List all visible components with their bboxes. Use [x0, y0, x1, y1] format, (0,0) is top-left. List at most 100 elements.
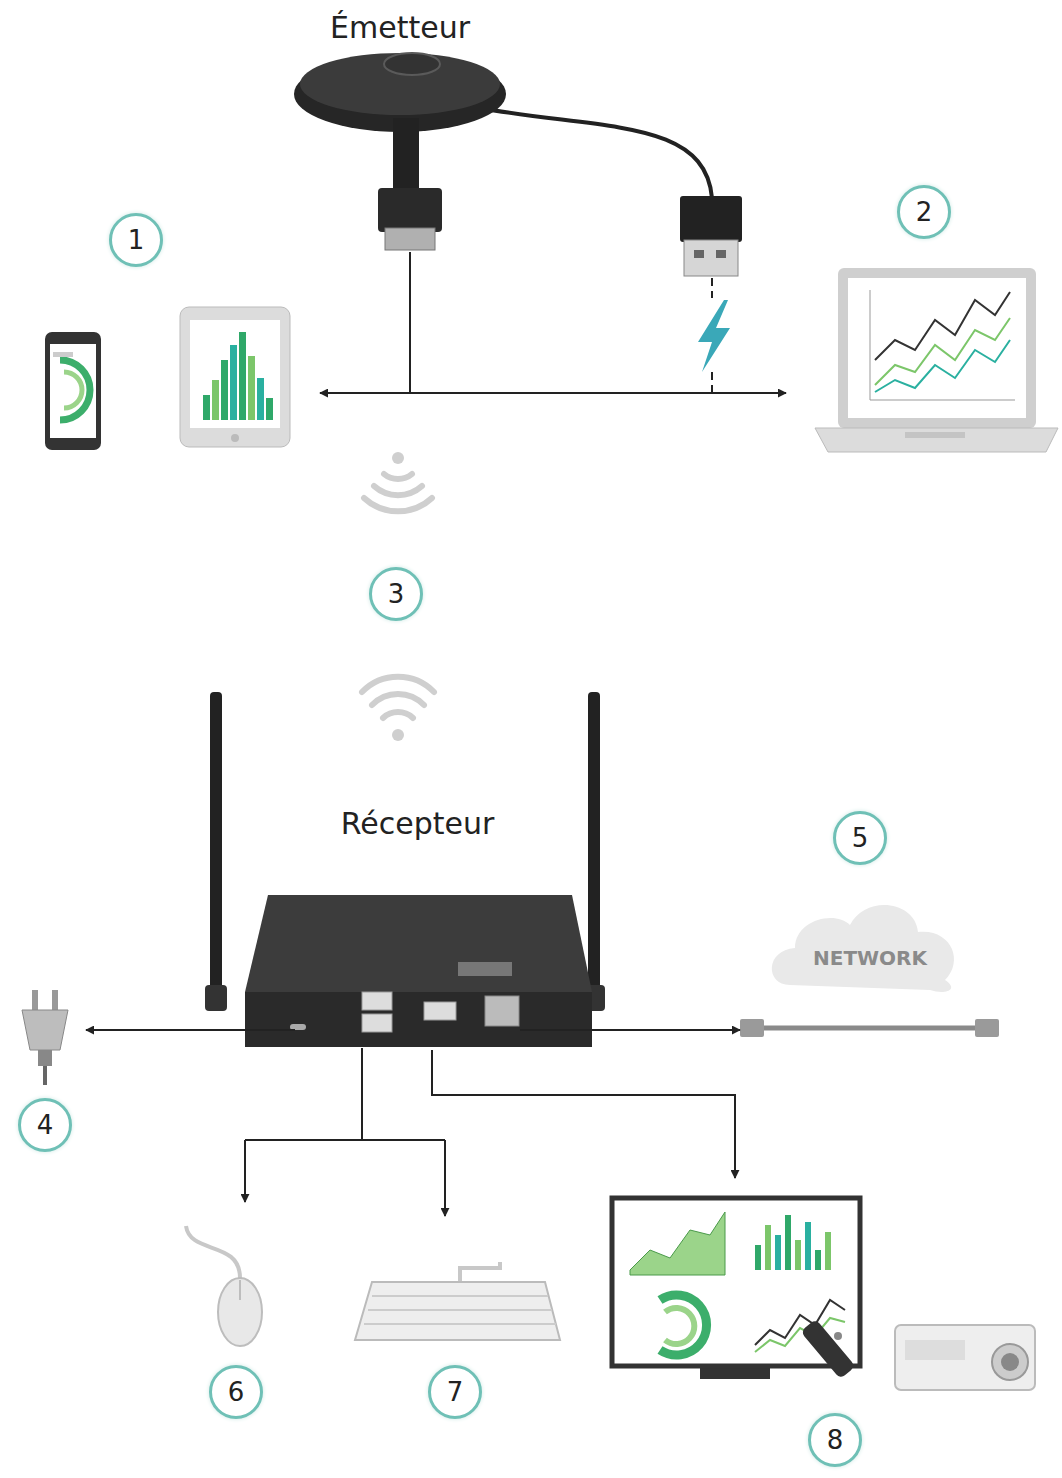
connection-line	[444, 1140, 446, 1216]
connection-line	[320, 252, 786, 393]
phone-icon	[53, 352, 73, 357]
power-bolt	[698, 300, 730, 372]
monitor-icon	[785, 1215, 791, 1270]
laptop-icon	[815, 268, 1058, 452]
projector-icon	[895, 1325, 1035, 1390]
callout-number: 5	[833, 811, 887, 865]
connection-line	[86, 1030, 735, 1216]
connection-line	[320, 392, 786, 394]
receiver-device	[424, 1002, 456, 1020]
monitor-icon	[660, 1295, 707, 1355]
tablet-icon	[180, 307, 290, 447]
transmitter-device	[716, 250, 726, 258]
laptop-icon	[875, 318, 1010, 385]
keyboard-icon	[364, 1323, 556, 1325]
phone-icon	[45, 332, 101, 450]
power-plug	[22, 990, 68, 1085]
tablet-icon	[230, 345, 237, 420]
laptop-icon	[875, 340, 1010, 392]
monitor-icon	[755, 1245, 761, 1270]
tablet-icon	[266, 398, 273, 420]
callout-number: 8	[808, 1413, 862, 1467]
receiver-device	[485, 996, 519, 1026]
receiver-device	[210, 692, 222, 992]
tablet-icon	[239, 332, 246, 420]
callout-number: 7	[428, 1365, 482, 1419]
tablet-icon	[190, 320, 280, 428]
monitor-icon	[665, 1308, 694, 1344]
wifi-icon	[384, 474, 412, 479]
connection-line	[711, 372, 713, 393]
tablet-icon	[257, 378, 264, 420]
wifi-icon	[383, 712, 413, 718]
connector-arrow	[595, 1029, 740, 1031]
callout-number: 3	[369, 567, 423, 621]
laptop-icon	[848, 278, 1026, 418]
transmitter-device	[384, 53, 440, 75]
tablet-icon	[231, 434, 239, 442]
transmitter-device	[680, 196, 742, 242]
projector-icon	[992, 1344, 1028, 1380]
laptop-icon	[905, 432, 965, 438]
receiver-device	[205, 692, 605, 1047]
node-title: NETWORK	[740, 946, 1000, 970]
projector-icon	[1001, 1353, 1019, 1371]
wifi-icon	[392, 729, 404, 741]
monitor-icon	[630, 1212, 725, 1275]
wifi-icon	[362, 677, 434, 692]
transmitter-device	[294, 53, 742, 276]
projector-icon	[905, 1340, 965, 1360]
callout-number: 6	[209, 1365, 263, 1419]
tablet-icon	[180, 307, 290, 447]
connection-line	[520, 1029, 598, 1031]
ethernet-cable	[740, 1019, 999, 1037]
ethernet-cable	[760, 1026, 978, 1031]
transmitter-device	[694, 250, 704, 258]
laptop-icon	[870, 290, 1015, 400]
connection-line	[361, 1048, 363, 1140]
tablet-icon	[248, 356, 255, 420]
power-plug	[43, 1066, 47, 1085]
power-plug	[22, 1010, 68, 1050]
connection-line	[432, 1050, 735, 1178]
transmitter-device	[393, 118, 419, 194]
transmitter-device	[378, 188, 442, 232]
projector-icon	[895, 1325, 1035, 1390]
remote-control	[800, 1319, 855, 1379]
laptop-icon	[815, 428, 1058, 452]
receiver-device	[245, 895, 592, 992]
keyboard-icon	[355, 1282, 560, 1340]
keyboard-icon	[368, 1309, 552, 1311]
node-title: Émetteur	[290, 10, 510, 45]
phone-icon	[50, 344, 96, 438]
connection-line	[245, 1139, 445, 1141]
keyboard-icon	[355, 1262, 560, 1340]
transmitter-device	[300, 53, 500, 115]
mouse-icon	[239, 1280, 241, 1300]
monitor-icon	[795, 1240, 801, 1270]
connection-line	[409, 252, 411, 393]
keyboard-icon	[460, 1262, 500, 1282]
power-plug	[52, 990, 58, 1012]
power-plug	[38, 1050, 52, 1066]
remote-control	[800, 1319, 855, 1379]
phone-icon	[45, 332, 101, 450]
monitor-icon	[805, 1222, 811, 1270]
receiver-device	[362, 1014, 392, 1032]
transmitter-node: Émetteur	[290, 8, 510, 250]
phone-icon	[64, 372, 82, 408]
receiver-device	[458, 962, 512, 976]
monitor-icon	[815, 1250, 821, 1270]
power-bolt	[698, 300, 730, 372]
mouse-icon	[186, 1226, 262, 1346]
transmitter-device	[385, 228, 435, 250]
wifi-icon	[364, 498, 432, 511]
monitor-icon	[825, 1232, 831, 1270]
wifi-icon	[374, 486, 422, 495]
connection-line	[711, 278, 713, 298]
tablet-icon	[212, 380, 219, 420]
wifi-icon	[372, 694, 424, 705]
receiver-device	[205, 985, 227, 1011]
